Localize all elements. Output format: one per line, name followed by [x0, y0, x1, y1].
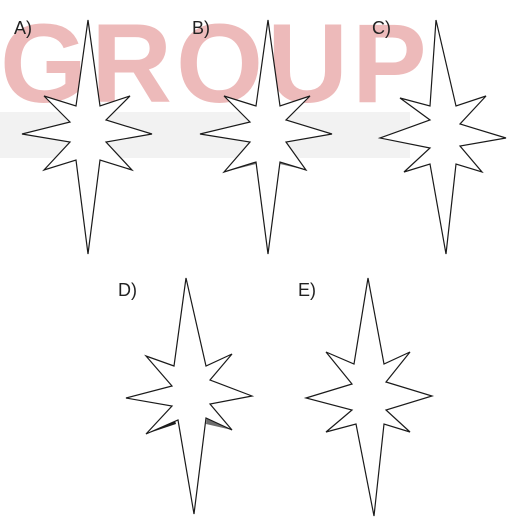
option-label-a: A): [14, 18, 32, 39]
star-option-b[interactable]: [200, 20, 332, 254]
star-option-d[interactable]: [126, 278, 252, 514]
option-label-b: B): [192, 18, 210, 39]
star-c-outline: [380, 20, 506, 254]
star-a-white-core: [72, 108, 104, 158]
option-label-e: E): [298, 280, 316, 301]
star-option-e[interactable]: [306, 278, 432, 516]
star-option-a[interactable]: [22, 20, 152, 254]
option-label-c: C): [372, 18, 391, 39]
star-option-c[interactable]: [380, 20, 506, 254]
star-b-outline: [200, 20, 332, 254]
option-label-d: D): [118, 280, 137, 301]
star-e-outline: [306, 278, 432, 516]
star-d-outline: [126, 278, 252, 514]
